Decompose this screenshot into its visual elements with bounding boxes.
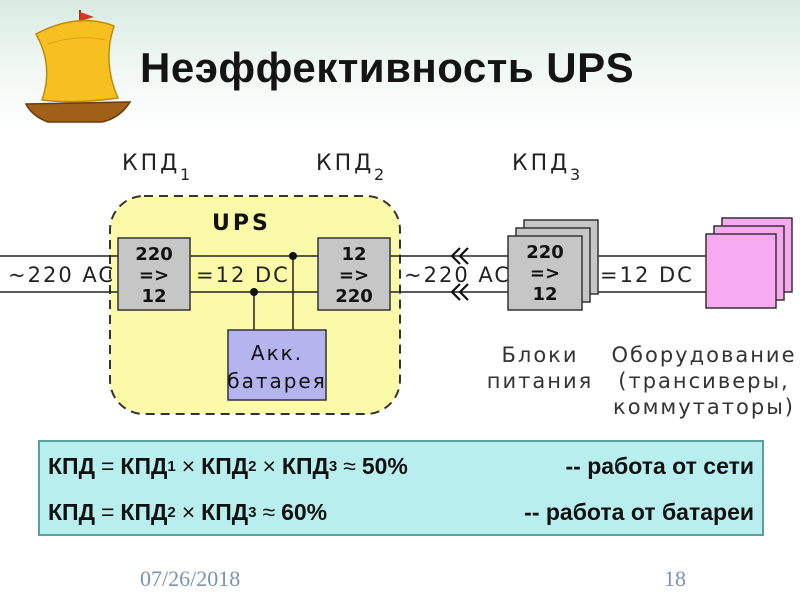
svg-text:Оборудование: Оборудование (612, 343, 797, 367)
page-number: 18 (664, 566, 686, 591)
caption-power-supplies: Блоки питания (487, 343, 594, 393)
svg-text:220: 220 (135, 244, 173, 265)
svg-text:КПД: КПД (512, 151, 570, 176)
formula-note-battery: -- работа от батареи (524, 498, 754, 525)
wires (0, 255, 706, 330)
svg-text:1: 1 (180, 165, 190, 184)
svg-text:коммутаторы): коммутаторы) (613, 395, 795, 419)
svg-text:=>: => (139, 265, 169, 286)
efficiency-label-2: КПД 2 (316, 151, 384, 184)
label-ac-in: ~220 AC (8, 263, 115, 287)
svg-text:3: 3 (570, 165, 580, 184)
svg-text:=>: => (339, 265, 369, 286)
svg-text:=>: => (530, 263, 560, 284)
junction-dot (250, 288, 258, 296)
battery-block: Акк. батарея (227, 329, 327, 401)
chevron-left-icon (450, 247, 469, 301)
equipment-stack (705, 217, 793, 309)
efficiency-label-1: КПД 1 (122, 151, 190, 184)
svg-text:КПД: КПД (122, 151, 180, 176)
svg-text:Блоки: Блоки (501, 343, 578, 367)
svg-text:220: 220 (526, 242, 564, 263)
svg-text:питания: питания (487, 369, 594, 393)
label-dc-internal: =12 DC (196, 263, 290, 287)
slide-title: Неэффективность UPS (140, 44, 635, 91)
svg-text:батарея: батарея (227, 369, 327, 393)
label-ac-out: ~220 AC (404, 263, 511, 287)
footer-date: 07/26/2018 (140, 566, 241, 591)
svg-text:12: 12 (532, 284, 557, 305)
svg-text:220: 220 (335, 286, 373, 307)
formula-note-mains: -- работа от сети (565, 452, 755, 479)
ups-label: UPS (212, 211, 271, 236)
svg-text:2: 2 (374, 165, 384, 184)
junction-dot (289, 252, 297, 260)
converter-block-1: 220 => 12 (117, 237, 191, 311)
svg-text:12: 12 (141, 286, 166, 307)
efficiency-label-3: КПД 3 (512, 151, 580, 184)
power-supply-stack: 220 => 12 (507, 219, 599, 311)
converter-block-2: 12 => 220 (317, 237, 391, 311)
sailboat-logo (24, 10, 132, 123)
svg-text:(трансиверы,: (трансиверы, (618, 369, 789, 393)
svg-text:12: 12 (341, 244, 366, 265)
caption-equipment: Оборудование (трансиверы, коммутаторы) (612, 343, 797, 419)
svg-text:Акк.: Акк. (251, 341, 303, 365)
ups-diagram: КПД 1 КПД 2 КПД 3 UPS (0, 151, 797, 419)
label-dc-out: =12 DC (600, 263, 694, 287)
svg-text:КПД: КПД (316, 151, 374, 176)
